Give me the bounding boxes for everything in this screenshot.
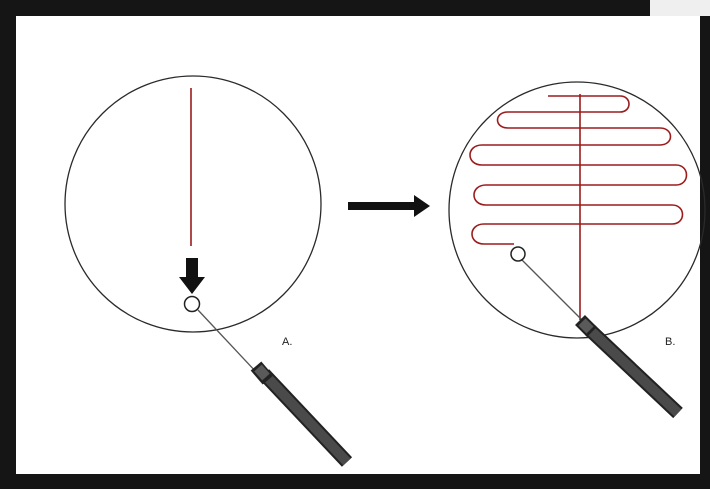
panel-label-b: B.	[665, 336, 675, 348]
panel-label-a: A.	[282, 336, 292, 348]
frame-top	[0, 0, 710, 16]
right-arrow-icon	[348, 195, 430, 217]
frame-right	[700, 0, 710, 489]
frame-bottom	[0, 474, 710, 489]
down-arrow-icon	[179, 258, 205, 294]
petri-dish-a	[65, 76, 321, 332]
frame-corner-light	[650, 0, 710, 16]
zigzag-streak-b	[470, 96, 687, 244]
inoculating-loop-icon	[185, 297, 348, 463]
petri-dish-b	[449, 82, 705, 338]
inoculating-loop-icon	[511, 247, 678, 413]
panel-b: B.	[449, 82, 705, 413]
frame-left	[0, 0, 16, 489]
panel-a: A.	[65, 76, 347, 462]
